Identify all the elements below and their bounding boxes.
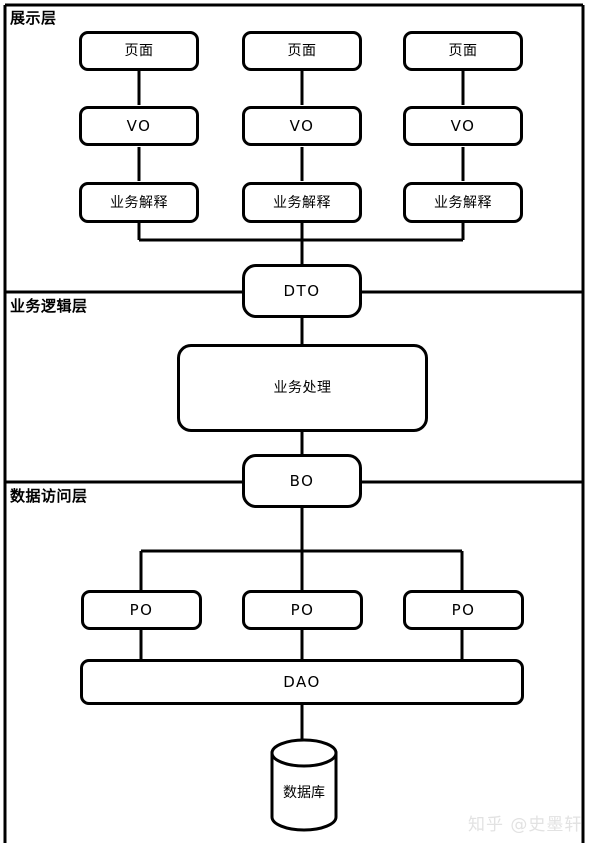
- node-vo-2[interactable]: VO: [242, 106, 362, 146]
- node-page-2[interactable]: 页面: [242, 31, 362, 71]
- node-vo-3[interactable]: VO: [403, 106, 523, 146]
- node-po-3[interactable]: PO: [403, 590, 524, 630]
- node-dto-label: DTO: [283, 281, 321, 300]
- node-bo-label: BO: [289, 471, 315, 490]
- node-page-3-label: 页面: [448, 43, 478, 59]
- node-business-interpretation-1[interactable]: 业务解释: [79, 182, 199, 223]
- database-cylinder-shape: [270, 738, 338, 832]
- node-dto[interactable]: DTO: [242, 264, 362, 318]
- node-page-1[interactable]: 页面: [79, 31, 199, 71]
- watermark: 知乎 @史墨轩: [468, 815, 583, 835]
- node-page-3[interactable]: 页面: [403, 31, 523, 71]
- node-database-label: 数据库: [283, 785, 325, 801]
- node-vo-2-label: VO: [289, 116, 315, 135]
- layer-label-presentation: 展示层: [10, 9, 57, 27]
- node-business-process[interactable]: 业务处理: [177, 344, 428, 432]
- layer-label-business-logic: 业务逻辑层: [10, 297, 88, 315]
- node-vo-1[interactable]: VO: [79, 106, 199, 146]
- node-po-1[interactable]: PO: [81, 590, 202, 630]
- node-business-interpretation-3-label: 业务解释: [434, 194, 492, 211]
- node-page-2-label: 页面: [287, 43, 317, 59]
- node-dao[interactable]: DAO: [80, 659, 524, 705]
- node-page-1-label: 页面: [124, 43, 154, 59]
- node-po-2[interactable]: PO: [242, 590, 363, 630]
- node-po-2-label: PO: [290, 600, 315, 619]
- layer-label-data-access: 数据访问层: [10, 487, 88, 505]
- node-business-interpretation-3[interactable]: 业务解释: [403, 182, 523, 223]
- node-po-1-label: PO: [129, 600, 154, 619]
- node-vo-3-label: VO: [450, 116, 476, 135]
- node-business-process-label: 业务处理: [273, 380, 332, 396]
- node-dao-label: DAO: [283, 672, 321, 691]
- node-business-interpretation-2-label: 业务解释: [273, 194, 331, 211]
- node-bo[interactable]: BO: [242, 454, 362, 508]
- node-business-interpretation-1-label: 业务解释: [110, 194, 168, 211]
- node-vo-1-label: VO: [126, 116, 152, 135]
- node-database[interactable]: 数据库: [272, 786, 336, 804]
- node-business-interpretation-2[interactable]: 业务解释: [242, 182, 362, 223]
- node-po-3-label: PO: [451, 600, 476, 619]
